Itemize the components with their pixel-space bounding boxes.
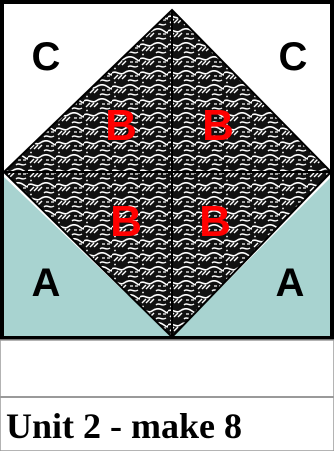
piece-label-c-left: C (32, 35, 61, 79)
piece-label-b-top-right: B (202, 101, 234, 150)
piece-label-b-bottom-left: B (110, 197, 142, 246)
piece-label-b-top-left: B (105, 101, 137, 150)
piece-label-b-bottom-right: B (199, 197, 231, 246)
unit-caption: Unit 2 - make 8 (6, 404, 242, 448)
piece-label-a-left: A (32, 261, 61, 305)
piece-label-c-right: C (279, 35, 308, 79)
piece-label-a-right: A (276, 261, 305, 305)
